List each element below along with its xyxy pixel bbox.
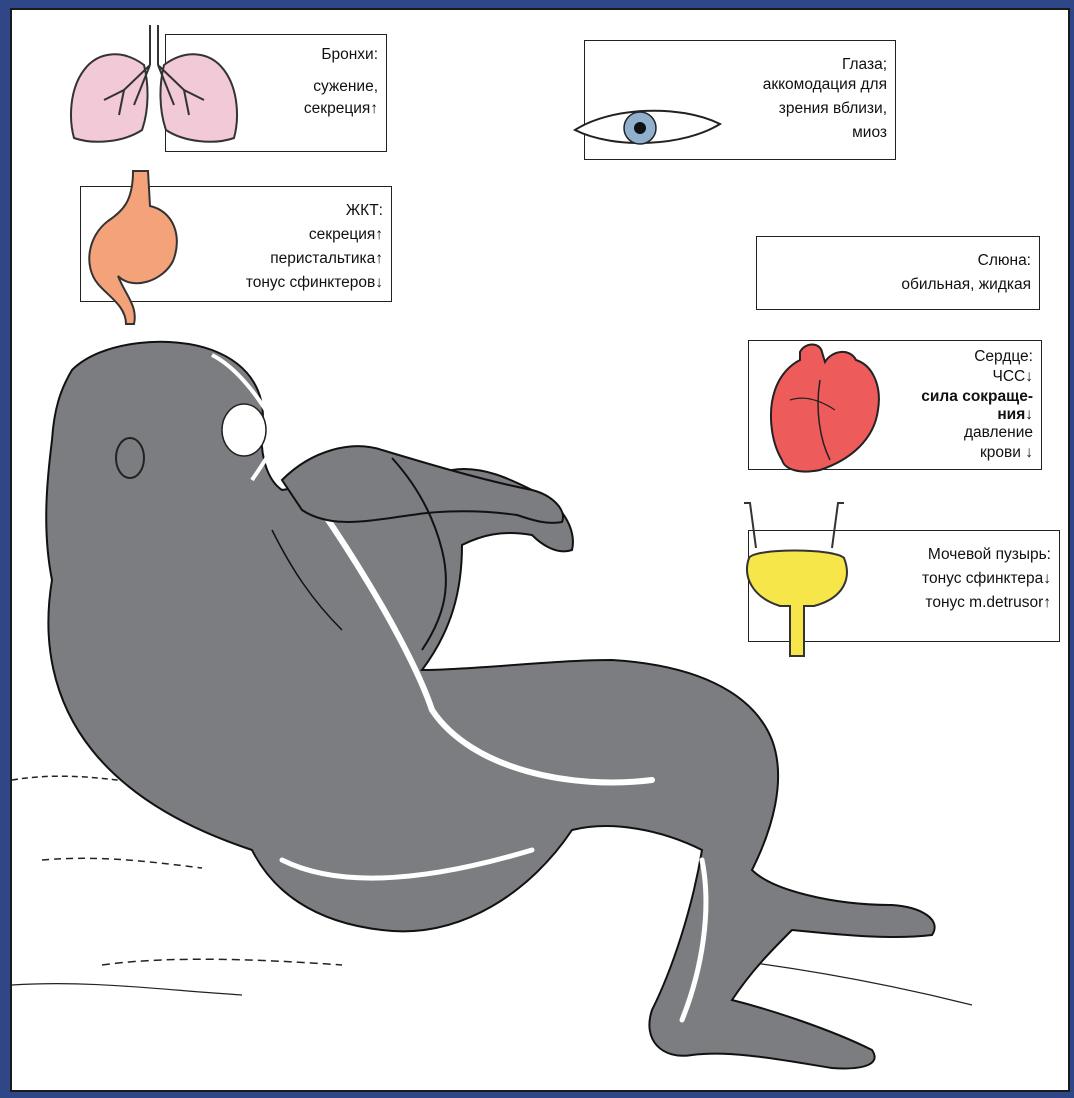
gi-line3: тонус сфинктеров↓ bbox=[246, 273, 383, 293]
bladder-icon bbox=[734, 498, 864, 658]
eyes-title: Глаза; bbox=[842, 55, 887, 75]
saliva-title: Слюна: bbox=[978, 251, 1031, 271]
saliva-label-box: Слюна: обильная, жидкая bbox=[756, 236, 1040, 310]
heart-line2: сила сокраще- bbox=[921, 387, 1033, 407]
eye-icon bbox=[570, 102, 730, 152]
heart-line4: давление bbox=[964, 423, 1033, 443]
bladder-line2: тонус m.detrusor↑ bbox=[925, 593, 1051, 613]
eyes-line1: аккомодация для bbox=[763, 75, 887, 95]
slide-top-band bbox=[0, 0, 1074, 8]
saliva-line1: обильная, жидкая bbox=[901, 275, 1031, 295]
heart-icon bbox=[760, 340, 890, 480]
lungs-icon bbox=[64, 20, 244, 150]
gi-title: ЖКТ: bbox=[346, 201, 383, 221]
bladder-title: Мочевой пузырь: bbox=[928, 545, 1051, 565]
bronchi-line2: секреция↑ bbox=[304, 99, 378, 119]
diagram-panel: Бронхи: сужение, секреция↑ ЖКТ: секреция… bbox=[10, 8, 1070, 1092]
bronchi-line1: сужение, bbox=[313, 77, 378, 97]
eyes-line3: миоз bbox=[852, 123, 887, 143]
heart-line5: крови ↓ bbox=[980, 443, 1033, 463]
heart-line3: ния↓ bbox=[997, 405, 1033, 425]
gi-line2: перистальтика↑ bbox=[270, 249, 383, 269]
heart-line1: ЧСС↓ bbox=[993, 367, 1033, 387]
bronchi-title: Бронхи: bbox=[321, 45, 378, 65]
stomach-icon bbox=[78, 166, 198, 326]
gi-line1: секреция↑ bbox=[309, 225, 383, 245]
eyes-line2: зрения вблизи, bbox=[779, 99, 887, 119]
heart-title: Сердце: bbox=[974, 347, 1033, 367]
bladder-line1: тонус сфинктера↓ bbox=[922, 569, 1051, 589]
